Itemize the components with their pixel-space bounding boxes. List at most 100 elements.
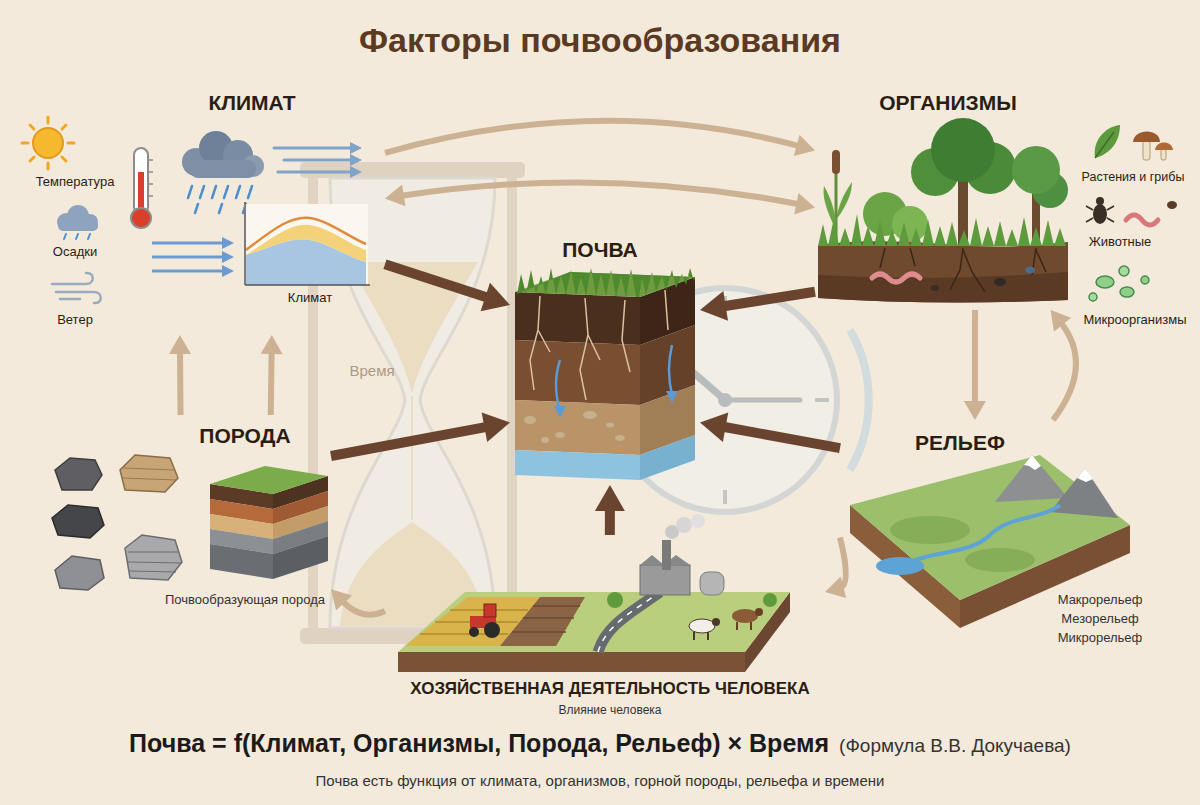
rain-cloud-icon [182,131,264,213]
climate-chart-part [245,284,370,286]
soil-profile-part [515,450,640,480]
sun-icon-part-part [47,163,50,169]
arrow-line [720,426,840,448]
node-heading: ПОРОДА [199,423,290,448]
thermometer-icon-part-part [148,171,153,173]
microbe-icons-part [1089,293,1097,301]
node-text: Макрорельеф [1058,592,1143,608]
formula-row: Почва = f(Климат, Организмы, Порода, Рел… [0,728,1200,758]
soil-profile-part-part [554,406,566,418]
flow-arrow [964,310,986,420]
animal-icons-part-part [1086,206,1093,210]
cows-part [712,618,720,626]
arrow-head [331,589,352,610]
factor-node: ПОРОДАПочвообразующая порода [40,415,331,620]
human-activity-scene-part [469,627,479,637]
flow-arrow [169,335,191,415]
animal-icons-part [1126,215,1158,225]
relief-block-part [1024,455,1041,470]
soil-profile-part [517,268,695,297]
flow-arrow [385,264,510,311]
human-activity-scene-part [484,622,500,638]
rain-cloud-icon-part-part [219,204,222,213]
clock-part [850,330,869,470]
arrow-head [1051,310,1071,332]
node-heading: КЛИМАТ [208,90,295,115]
human-activity-scene-part-part [512,631,566,633]
soil-profile-part-part [669,345,672,395]
wind-icon-part [56,292,101,303]
text-label: Животные [1089,234,1152,250]
rock-samples-part [52,505,104,538]
human-activity-scene [398,514,790,672]
relief-block-part [965,548,1035,572]
flow-arrow [700,291,815,321]
thermometer-icon-part-part [148,183,153,185]
soil-profile-part-part [524,416,536,424]
organisms-scene-part [880,248,1046,292]
organisms-scene-part [1025,267,1035,274]
cows-part-part [707,632,709,640]
relief-block-part [850,455,1130,600]
climate-chart [244,202,370,285]
rock-strata-block [210,466,328,579]
human-activity-scene-part [607,592,623,608]
air-arrows [152,237,234,277]
soil-profile-part-part [555,432,565,438]
node-heading: ХОЗЯЙСТВЕННАЯ ДЕЯТЕЛЬНОСТЬ ЧЕЛОВЕКА [410,679,809,699]
rock-samples-part [125,535,182,580]
plant-icons [1095,125,1173,160]
soil-profile-part-part [538,330,550,352]
plant-icons-part [1143,140,1150,160]
animal-icons-part [1167,201,1177,209]
wind-streaks-part [350,166,362,178]
rain-cloud-icon-part [188,186,252,213]
sun-icon-part-part [62,157,66,161]
organisms-scene-part [818,214,1066,246]
soil-profile-part-part [622,300,630,372]
organisms-scene-part [994,278,1006,286]
rock-samples [52,455,182,590]
microbe-icons-part [1120,287,1134,297]
rain-cloud-icon-part-part [236,186,240,198]
thermometer-icon-part [131,208,151,228]
thermometer-icon-part-part [148,195,153,197]
air-arrows-part [152,270,224,273]
organisms-scene-part [832,150,840,174]
rock-samples-part [120,455,178,492]
soil-profile-part [640,435,695,480]
climate-chart-part [246,225,366,262]
soil-profile-part [524,411,625,443]
text-label: Растения и грибы [1082,170,1185,185]
diagram-title: Факторы почвообразования [359,20,841,61]
arrow-head [964,401,986,420]
soil-profile-part-part [665,290,668,330]
clock-part [815,398,829,402]
arrow-line [400,182,800,204]
plant-icons-part [1155,143,1173,151]
rock-samples-part [122,468,177,480]
relief-block-part [876,557,924,575]
text-label: Время [349,362,394,380]
node-heading: ОРГАНИЗМЫ [879,90,1017,115]
flow-arrow [595,485,625,535]
arrow-line [177,350,184,415]
relief-block-part [890,516,970,544]
wind-icon-part [52,273,93,284]
small-cloud-icon [57,205,98,239]
arrow-line [341,600,385,614]
air-arrows-part [222,237,234,249]
animal-icons-part-part [1107,206,1114,210]
soil-profile-part-part [615,435,625,441]
text-label: Осадки [53,244,97,260]
soil-profile-part [515,292,640,345]
soil-profile-part-part [606,423,614,428]
hourglass-part [411,396,413,520]
air-arrows-part [152,242,224,245]
arrow-line [268,350,275,415]
arrow-head [169,335,191,354]
flow-arrow [825,538,846,598]
rain-cloud-icon-part-part [200,186,204,198]
text-label: Ветер [57,312,93,328]
cows-part [689,619,715,633]
